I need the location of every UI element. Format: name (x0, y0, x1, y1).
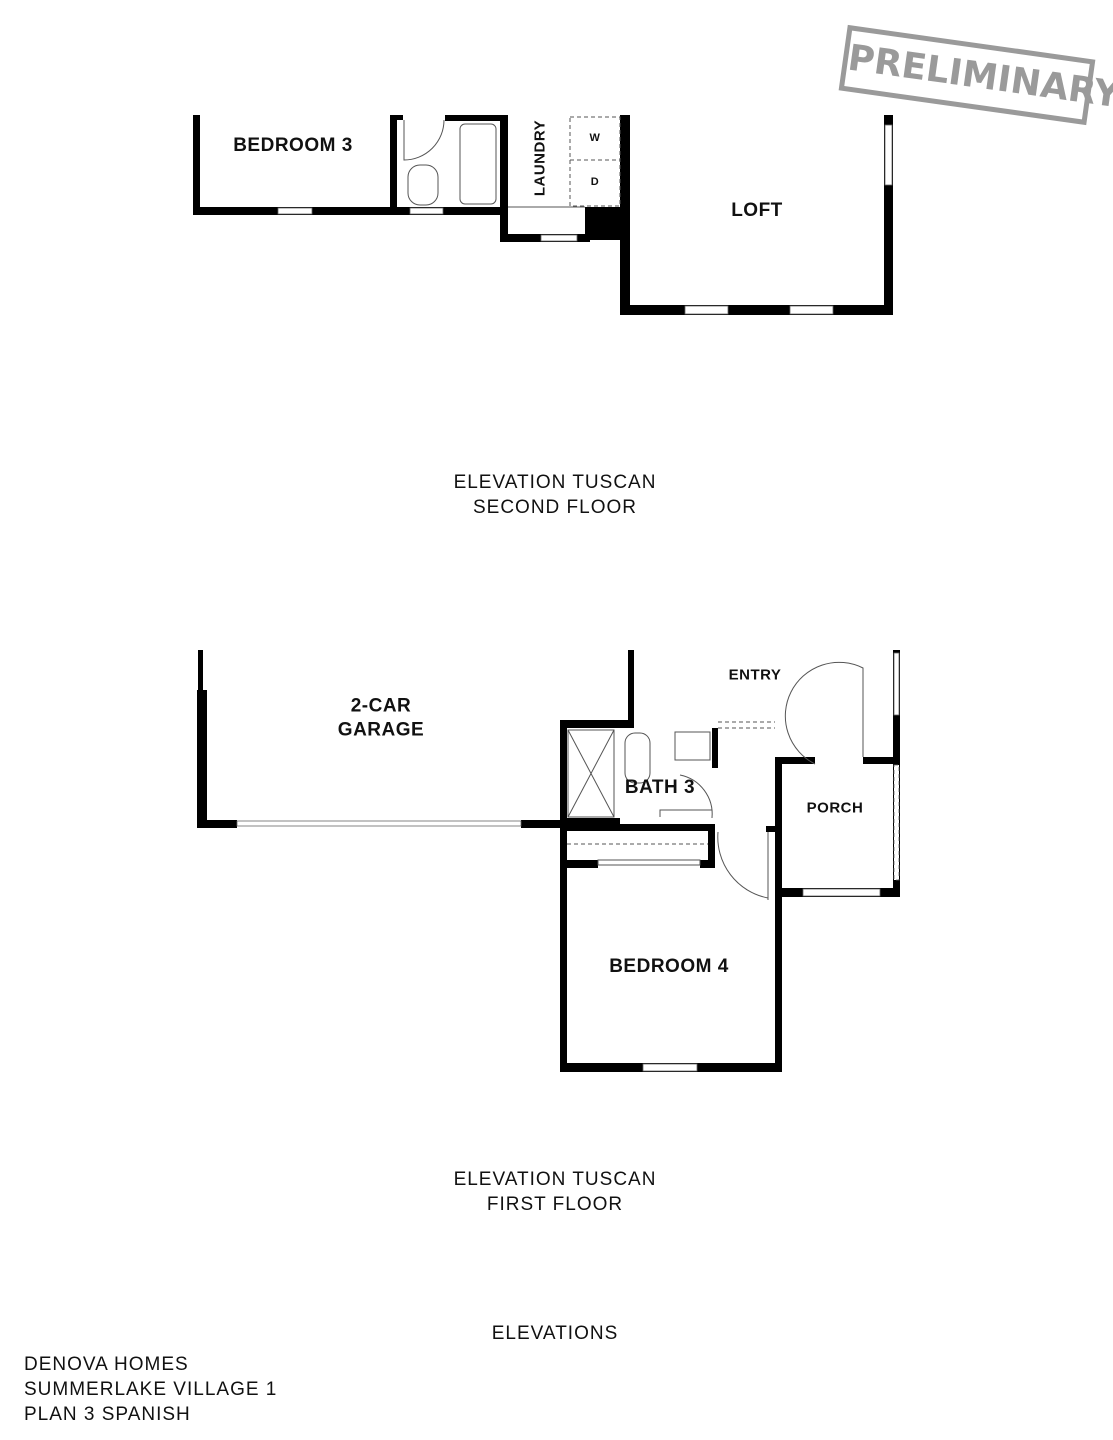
bath-door-swing (403, 119, 445, 161)
footer-info: DENOVA HOMES SUMMERLAKE VILLAGE 1 PLAN 3… (24, 1352, 277, 1427)
bedroom-door-swing (717, 831, 769, 900)
sink-icon (674, 731, 711, 761)
first-floor-fixtures (567, 661, 864, 900)
first-floor-openings (236, 652, 900, 1072)
sheet-title: ELEVATIONS (491, 1323, 619, 1344)
room-label-garage: 2-CAR GARAGE (338, 694, 424, 742)
entry-door-swing (784, 661, 864, 765)
second-floor-fixtures (403, 116, 621, 208)
bathtub-icon (459, 123, 497, 205)
room-label-laundry: LAUNDRY (531, 119, 549, 197)
community-name: SUMMERLAKE VILLAGE 1 (24, 1379, 278, 1400)
caption-line: FIRST FLOOR (486, 1194, 624, 1215)
room-label-entry: ENTRY (728, 666, 782, 684)
caption-line: ELEVATION TUSCAN (453, 472, 657, 493)
washer-label: W (589, 132, 601, 145)
caption-line: ELEVATION TUSCAN (453, 1169, 657, 1190)
toilet-icon (407, 164, 439, 206)
room-label-porch: PORCH (806, 799, 864, 817)
toilet-icon (624, 732, 651, 784)
room-label-bedroom-4: BEDROOM 4 (609, 956, 729, 978)
builder-name: DENOVA HOMES (24, 1354, 189, 1375)
garage-label-line: GARAGE (337, 719, 425, 740)
dryer-label: D (590, 176, 600, 189)
washer-dryer-icon (569, 116, 621, 207)
room-label-bedroom-3: BEDROOM 3 (233, 135, 353, 157)
room-label-bath-3: BATH 3 (624, 777, 696, 799)
plan-name: PLAN 3 SPANISH (24, 1404, 191, 1425)
garage-label-line: 2-CAR (350, 695, 412, 717)
garage-door (236, 820, 522, 827)
caption-line: SECOND FLOOR (472, 497, 638, 518)
first-floor-caption: ELEVATION TUSCAN FIRST FLOOR (454, 1167, 657, 1217)
second-floor-caption: ELEVATION TUSCAN SECOND FLOOR (454, 470, 657, 520)
second-floor-windows (277, 124, 893, 315)
shower-icon (567, 729, 615, 818)
first-floor-walls (197, 650, 900, 1072)
closet-sliding-door (597, 859, 701, 866)
room-label-loft: LOFT (731, 200, 783, 222)
